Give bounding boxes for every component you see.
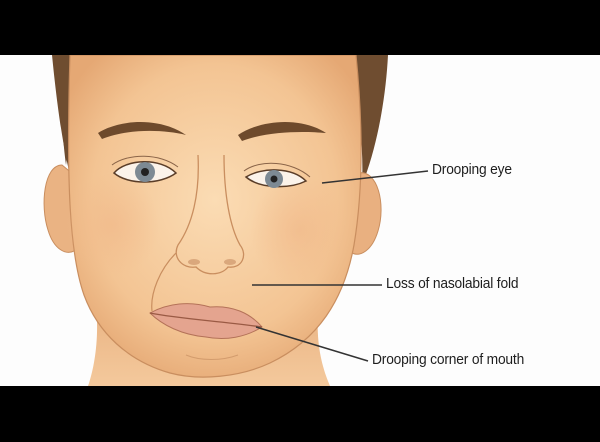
letterbox-top <box>0 0 600 55</box>
left-eyebrow <box>98 122 186 139</box>
callout-line-mouth <box>255 326 369 362</box>
label-loss-of-nasolabial-fold: Loss of nasolabial fold <box>386 275 519 292</box>
callout-line-eye <box>321 170 429 184</box>
label-drooping-eye: Drooping eye <box>432 161 512 178</box>
face-illustration <box>43 55 429 386</box>
right-eye-drooping <box>243 162 311 188</box>
right-eyebrow <box>238 121 326 141</box>
nasolabial-fold-left <box>151 252 177 312</box>
mouth <box>149 303 263 340</box>
left-eye <box>111 155 179 183</box>
letterbox-bottom <box>0 386 600 442</box>
diagram-area: Drooping eye Loss of nasolabial fold Dro… <box>0 55 600 386</box>
label-drooping-corner-of-mouth: Drooping corner of mouth <box>372 351 525 368</box>
nose <box>175 154 245 275</box>
